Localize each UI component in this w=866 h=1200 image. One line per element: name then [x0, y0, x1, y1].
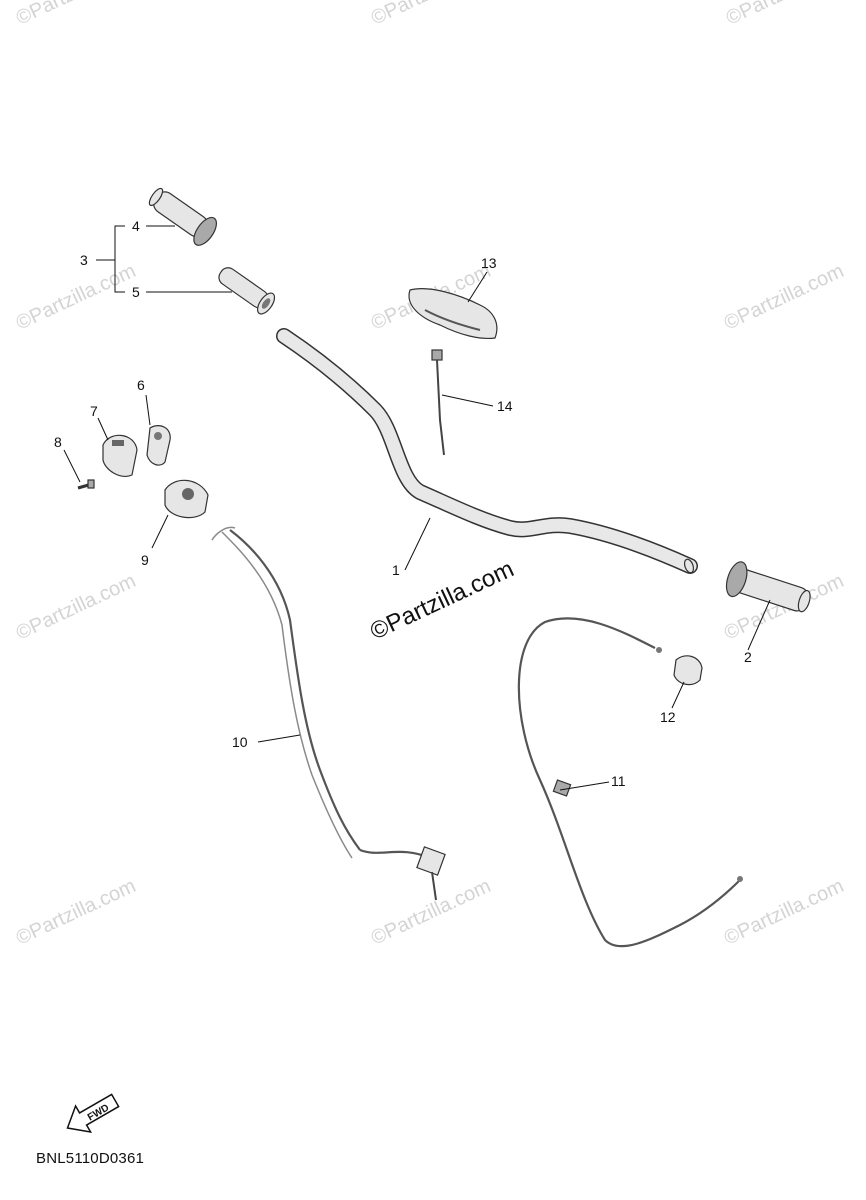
callout-13: 13: [481, 255, 497, 271]
watermark: ©Partzilla.com: [368, 875, 494, 950]
fwd-label: FWD: [86, 1103, 111, 1124]
callout-9: 9: [141, 552, 149, 568]
grip-part-2: [725, 561, 811, 613]
callout-5: 5: [132, 284, 140, 300]
fwd-arrow-icon: FWD: [66, 1093, 120, 1133]
switch-housing-part-7: [102, 434, 138, 477]
tie-band-part-14: [431, 349, 445, 456]
throttle-housing-part-9: [164, 479, 209, 519]
watermark-group: ©Partzilla.com ©Partzilla.com ©Partzilla…: [13, 0, 849, 950]
throttle-tube-part-5: [218, 267, 276, 315]
callout-10: 10: [232, 734, 248, 750]
watermark: ©Partzilla.com: [368, 0, 494, 30]
document-code: BNL5110D0361: [36, 1150, 145, 1167]
callout-14: 14: [497, 398, 513, 414]
adjuster-part-12: [673, 655, 703, 686]
callout-4: 4: [132, 218, 140, 234]
callout-6: 6: [137, 377, 145, 393]
watermark: ©Partzilla.com: [13, 0, 139, 30]
handlebar-pad-part-13: [408, 288, 498, 340]
watermark: ©Partzilla.com: [13, 570, 139, 645]
callout-12: 12: [660, 709, 676, 725]
callout-11: 11: [611, 773, 626, 789]
watermark: ©Partzilla.com: [13, 875, 139, 950]
callouts: 1 2 3 4 5 6 7 8 9 10 11 12 13 14: [54, 218, 752, 789]
callout-2: 2: [744, 649, 752, 665]
watermark: ©Partzilla.com: [13, 260, 139, 335]
watermark: ©Partzilla.com: [723, 0, 849, 30]
switch-housing-part-6: [146, 425, 171, 466]
callout-8: 8: [54, 434, 62, 450]
watermark: ©Partzilla.com: [721, 260, 847, 335]
handlebar-part-1: [276, 328, 698, 574]
screw-part-8: [77, 479, 95, 490]
clutch-cable-part-11: [517, 617, 743, 948]
watermark: ©Partzilla.com: [721, 875, 847, 950]
callout-1: 1: [392, 562, 400, 578]
throttle-cable-part-10: [211, 526, 446, 901]
callout-3: 3: [80, 252, 88, 268]
leader-lines: [63, 225, 771, 791]
center-watermark: ©Partzilla.com: [366, 555, 518, 645]
grip-part-4: [148, 187, 218, 246]
callout-7: 7: [90, 403, 98, 419]
